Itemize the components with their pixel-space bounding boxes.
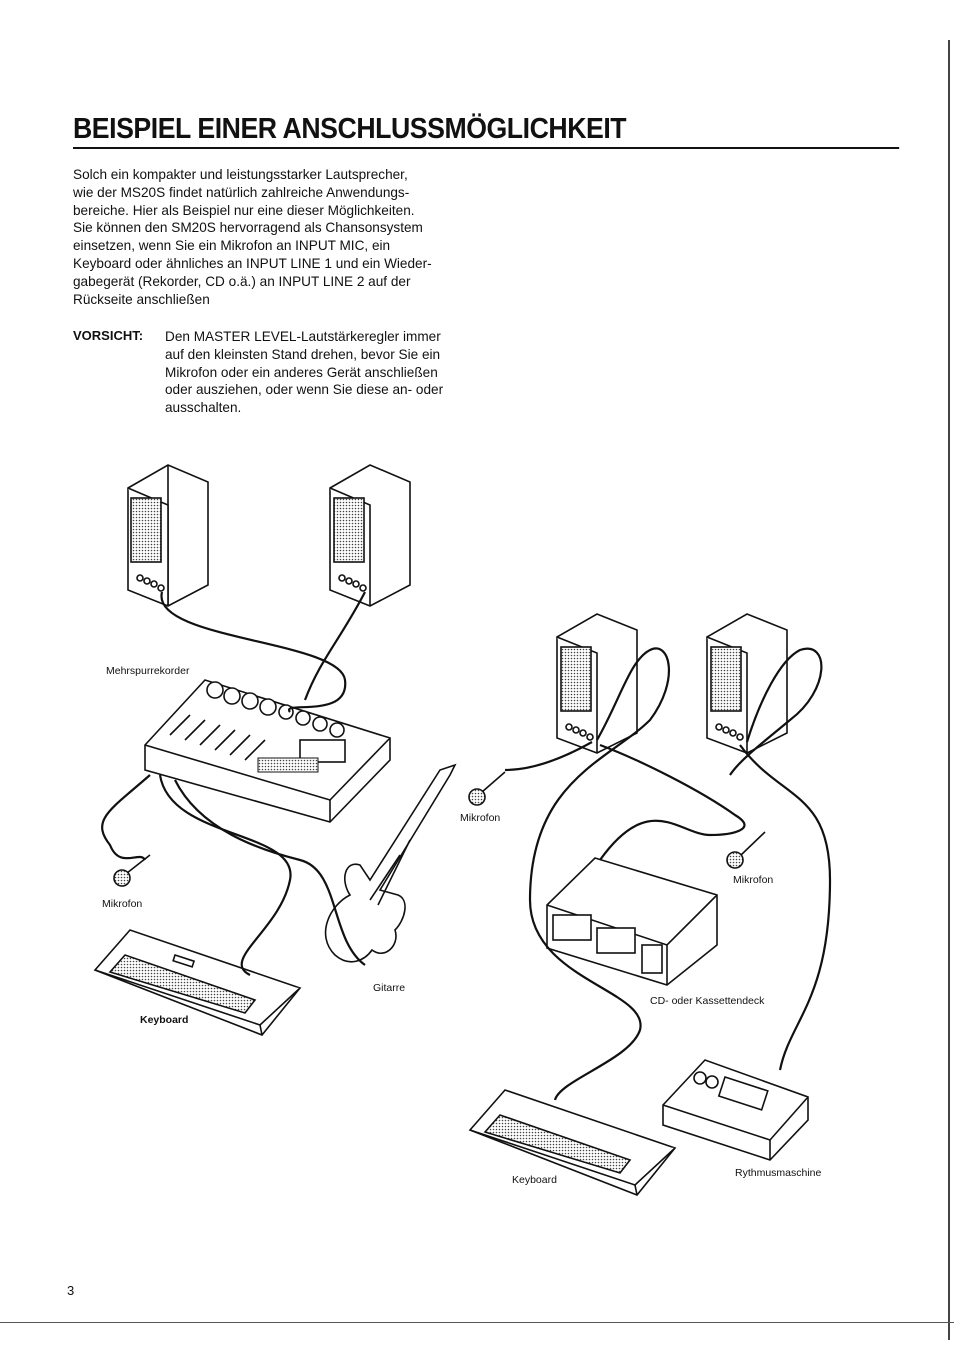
right-edge-rule xyxy=(948,40,950,1340)
page-number: 3 xyxy=(67,1283,75,1298)
intro-line: einsetzen, wenn Sie ein Mikrofon an INPU… xyxy=(73,238,391,254)
label-keyboard-right: Keyboard xyxy=(512,1174,557,1186)
intro-line: gabegerät (Rekorder, CD o.ä.) an INPUT L… xyxy=(73,273,411,289)
intro-line: Keyboard oder ähnliches an INPUT LINE 1 … xyxy=(73,255,432,271)
warning-label: VORSICHT: xyxy=(73,328,144,343)
microphone-right xyxy=(726,831,766,869)
warning-line: oder ausziehen, oder wenn Sie diese an- … xyxy=(165,382,444,398)
label-guitar: Gitarre xyxy=(373,982,405,994)
label-deck: CD- oder Kassettendeck xyxy=(650,995,765,1007)
label-mic-right: Mikrofon xyxy=(733,874,773,886)
speaker-4 xyxy=(706,613,788,754)
cd-cassette-deck xyxy=(546,857,718,986)
label-mic-left: Mikrofon xyxy=(102,898,142,910)
intro-paragraph: Solch ein kompakter und leistungsstarker… xyxy=(73,166,457,308)
rhythm-machine xyxy=(662,1059,809,1161)
warning-line: Mikrofon oder ein anderes Gerät anschlie… xyxy=(165,364,438,380)
speaker-2 xyxy=(329,464,411,607)
warning-line: Den MASTER LEVEL-Lautstärkeregler immer xyxy=(165,329,441,344)
guitar xyxy=(324,763,457,963)
speaker-3 xyxy=(556,613,638,754)
warning-line: ausschalten. xyxy=(165,400,242,416)
intro-line: bereiche. Hier als Beispiel nur eine die… xyxy=(73,202,415,218)
cables xyxy=(101,591,832,1101)
microphone-center xyxy=(468,771,506,806)
page-title: BEISPIEL EINER ANSCHLUSSMÖGLICHKEIT xyxy=(73,112,900,149)
label-multitrack: Mehrspurrekorder xyxy=(106,665,190,677)
intro-line: Rückseite anschließen xyxy=(73,291,210,307)
warning-line: auf den kleinsten Stand drehen, bevor Si… xyxy=(165,346,441,362)
microphone-left xyxy=(113,854,151,887)
keyboard-right xyxy=(468,1089,677,1196)
speaker-1 xyxy=(127,464,209,607)
label-mic-center: Mikrofon xyxy=(460,812,500,824)
warning-text: Den MASTER LEVEL-Lautstärkeregler immer … xyxy=(165,328,460,417)
connection-diagram: Mehrspurrekorder Mikrofon Gitarre Keyboa… xyxy=(93,464,832,1196)
intro-line: Solch ein kompakter und leistungsstarker… xyxy=(73,167,408,182)
bottom-rule xyxy=(0,1322,954,1323)
intro-line: Sie können den SM20S hervorragend als Ch… xyxy=(73,220,423,236)
multitrack-recorder xyxy=(144,679,391,823)
keyboard-left xyxy=(93,929,302,1036)
intro-line: wie der MS20S findet natürlich zahlreich… xyxy=(73,184,410,200)
label-keyboard-left: Keyboard xyxy=(140,1014,188,1026)
label-rhythm: Rythmusmaschine xyxy=(735,1167,822,1179)
